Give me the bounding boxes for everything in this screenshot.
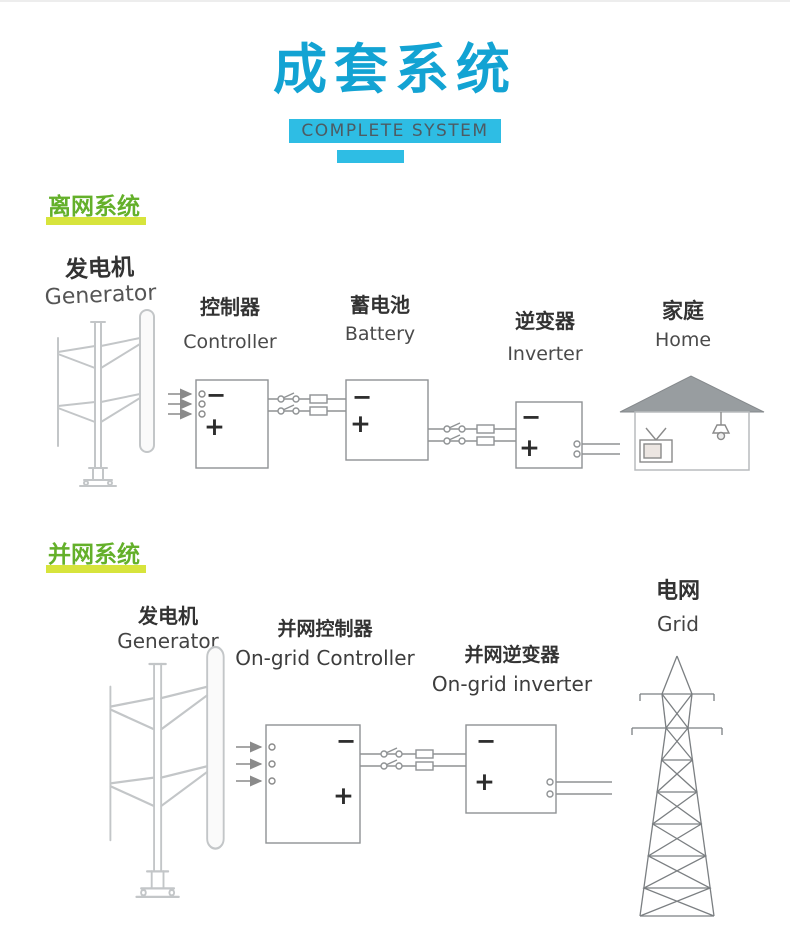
inverter-home-wires [573,440,620,458]
controller-battery-wires [268,392,346,416]
inverter-label-zh: 逆变器 [515,309,575,333]
house-icon [619,375,765,471]
controller-plus-terminal: + [204,412,225,441]
home-label-zh: 家庭 [662,299,704,323]
on-grid-diagram [109,645,723,917]
lamp-icon [711,412,731,441]
battery-inverter-wires [428,422,516,446]
on-grid-controller-label: 并网控制器 On-grid Controller [232,618,418,670]
inverter-label-en: Inverter [507,343,583,365]
grid-label-en: Grid [657,612,699,637]
wind-turbine-icon [109,645,225,899]
home-label-en: Home [654,329,712,352]
wind-turbine-icon [57,309,155,487]
on-grid-generator-label: 发电机 Generator [112,605,224,653]
on-grid-inverter-box [465,724,557,814]
tv-icon [639,427,673,463]
on-grid-inverter-label: 并网逆变器 On-grid inverter [428,644,596,696]
on-grid-inverter-minus-terminal: − [476,727,497,755]
inverter-plus-terminal: + [519,433,540,462]
on-grid-controller-minus-terminal: − [336,727,357,755]
page-subtitle: COMPLETE SYSTEM [0,119,790,145]
battery-minus-terminal: − [352,383,373,411]
on-grid-controller-box [265,724,361,844]
on-grid-section-title: 并网系统 [46,542,146,573]
battery-label-en: Battery [344,323,416,345]
controller-minus-terminal: − [206,381,227,409]
off-grid-inverter-label: 逆变器 Inverter [495,310,595,366]
generator-label-en: Generator [117,629,219,653]
off-grid-battery-label: 蓄电池 Battery [330,294,430,346]
grid-label-zh: 电网 [655,579,700,604]
on-grid-grid-label: 电网 Grid [632,579,724,636]
off-grid-diagram [57,309,765,487]
off-grid-circuit [168,379,620,469]
power-tower-icon [631,655,723,917]
inverter-box [515,401,583,469]
generator-label-zh: 发电机 [138,604,198,628]
on-grid-inverter-label-zh: 并网逆变器 [464,644,560,666]
on-grid-controller-label-en: On-grid Controller [235,645,415,670]
battery-label-zh: 蓄电池 [350,293,410,317]
battery-plus-terminal: + [350,409,371,438]
off-grid-controller-label: 控制器 Controller [180,296,280,354]
generator-input-arrows [168,388,206,420]
on-grid-controller-label-zh: 并网控制器 [277,618,373,640]
battery-box [345,379,429,461]
on-grid-controller-plus-terminal: + [333,781,354,810]
title-accent-bar [337,150,404,163]
controller-box [195,379,269,469]
on-grid-inverter-plus-terminal: + [474,767,495,796]
controller-label-zh: 控制器 [200,295,260,319]
page-subtitle-text: COMPLETE SYSTEM [289,119,501,143]
on-grid-inverter-label-en: On-grid inverter [431,671,593,696]
inverter-minus-terminal: − [521,403,542,431]
page-title: 成套系统 [273,38,517,101]
inverter-grid-wires [546,778,612,798]
generator-input-arrows [236,741,276,787]
controller-inverter-wires [360,747,466,771]
controller-label-en: Controller [183,331,277,353]
on-grid-circuit [236,724,612,844]
off-grid-home-label: 家庭 Home [633,299,733,352]
off-grid-section-title: 离网系统 [46,194,146,225]
